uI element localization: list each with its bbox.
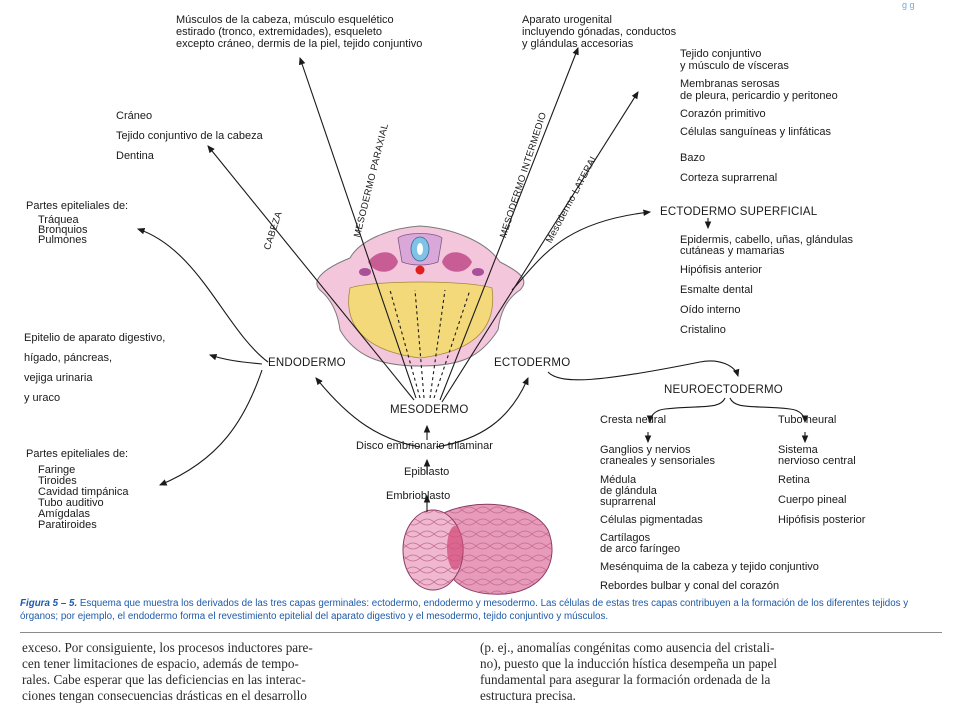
pharyngeal-auditory-tube: Tubo auditivo <box>38 497 104 509</box>
right-intermediate-mesoderm <box>472 268 484 276</box>
left-somite <box>368 252 398 272</box>
superficial-inner-ear: Oído interno <box>680 304 741 316</box>
corner-mark: g g <box>902 0 915 10</box>
cresta-cartilage-2: de arco faríngeo <box>600 543 681 555</box>
respiratory-heading: Partes epiteliales de: <box>26 200 129 212</box>
right-somite <box>442 252 472 272</box>
figure-caption: Figura 5 – 5. Esquema que muestra los de… <box>20 598 940 623</box>
paraxial-derivatives-line-3: excepto cráneo, dermis de la piel, tejid… <box>176 38 423 50</box>
body-text-right-column: (p. ej., anomalías congénitas como ausen… <box>480 640 777 704</box>
derivation-arrows <box>136 46 809 512</box>
intermediate-derivatives-line-3: y glándulas accesorias <box>522 38 634 50</box>
body-text-left-column: exceso. Por consiguiente, los procesos i… <box>22 640 313 704</box>
cresta-pigment-cells: Células pigmentadas <box>600 514 703 526</box>
respiratory-lungs: Pulmones <box>38 234 87 246</box>
lateral-derivative-adrenal-cortex: Corteza suprarrenal <box>680 172 778 184</box>
notochord <box>415 265 425 275</box>
tubo-pineal: Cuerpo pineal <box>778 494 847 506</box>
caption-divider <box>20 632 942 633</box>
label-disco-trilaminar: Disco embrionario trilaminar <box>356 440 493 452</box>
cresta-neural-heading: Cresta neural <box>600 414 667 426</box>
tubo-neural-heading: Tubo neural <box>778 414 837 426</box>
lateral-derivative-spleen: Bazo <box>680 152 706 164</box>
body-left-line: ciones tengan consecuencias drásticas en… <box>22 688 307 703</box>
label-mesodermo: MESODERMO <box>390 404 469 416</box>
label-ectodermo: ECTODERMO <box>494 357 571 369</box>
digestive-urachus: y uraco <box>24 392 61 404</box>
lateral-derivative-1a: Tejido conjuntivo <box>680 48 762 60</box>
body-left-line: cen tener limitaciones de espacio, ademá… <box>22 656 299 671</box>
digestive-epithelium: Epitelio de aparato digestivo, <box>24 332 166 344</box>
body-right-line: estructura precisa. <box>480 688 576 703</box>
cresta-ganglia-2: craneales y sensoriales <box>600 455 715 467</box>
respiratory-bronchi: Bronquios <box>38 224 88 236</box>
cresta-cartilage-1: Cartílagos <box>600 532 651 544</box>
superficial-enamel: Esmalte dental <box>680 284 753 296</box>
body-right-line: (p. ej., anomalías congénitas como ausen… <box>480 640 775 655</box>
lateral-derivative-2a: Membranas serosas <box>680 78 780 90</box>
lateral-derivative-2b: de pleura, pericardio y peritoneo <box>680 90 838 102</box>
superficial-lens: Cristalino <box>680 324 726 336</box>
cresta-bulbar-ridges: Rebordes bulbar y conal del corazón <box>600 580 780 592</box>
tubo-posterior-pituitary: Hipófisis posterior <box>778 514 866 526</box>
head-derivative-connective: Tejido conjuntivo de la cabeza <box>116 130 263 142</box>
superficial-anterior-pituitary: Hipófisis anterior <box>680 264 762 276</box>
pharyngeal-parathyroids: Paratiroides <box>38 519 97 531</box>
blastocyst <box>402 503 553 595</box>
head-derivative-skull: Cráneo <box>116 110 153 122</box>
cresta-medulla-3: suprarrenal <box>600 496 656 508</box>
figure-label: Figura 5 – 5. <box>20 598 78 609</box>
body-left-line: exceso. Por consiguiente, los procesos i… <box>22 640 313 655</box>
body-left-line: rales. Cabe esperar que las deficiencias… <box>22 672 306 687</box>
tubo-cns-2: nervioso central <box>778 455 856 467</box>
cresta-medulla-1: Médula <box>600 474 637 486</box>
cresta-ganglia-1: Ganglios y nervios <box>600 444 691 456</box>
digestive-bladder: vejiga urinaria <box>24 372 93 384</box>
figure-caption-text: Esquema que muestra los derivados de las… <box>20 598 909 622</box>
paraxial-derivatives-line-1: Músculos de la cabeza, músculo esqueléti… <box>176 14 394 26</box>
intermediate-derivatives-line-2: incluyendo gónadas, conductos <box>522 26 677 38</box>
paraxial-derivatives-line-2: estirado (tronco, extremidades), esquele… <box>176 26 383 38</box>
ectodermo-superficial-title: ECTODERMO SUPERFICIAL <box>660 206 818 218</box>
superficial-epidermis-2: cutáneas y mamarias <box>680 245 785 257</box>
respiratory-trachea: Tráquea <box>38 214 79 226</box>
superficial-epidermis-1: Epidermis, cabello, uñas, glándulas <box>680 234 854 246</box>
intermediate-derivatives-line-1: Aparato urogenital <box>522 14 612 26</box>
digestive-liver-pancreas: hígado, páncreas, <box>24 352 113 364</box>
neural-canal <box>417 243 423 255</box>
cresta-head-mesenchyme: Mesénquima de la cabeza y tejido conjunt… <box>600 561 819 573</box>
body-right-line: fundamental para asegurar la formación o… <box>480 672 771 687</box>
pharyngeal-thyroid: Tiroides <box>38 475 77 487</box>
label-embrioblasto: Embrioblasto <box>386 490 451 502</box>
pharyngeal-pharynx: Faringe <box>38 464 76 476</box>
inner-cavity <box>447 526 463 570</box>
left-intermediate-mesoderm <box>359 268 371 276</box>
label-epiblasto: Epiblasto <box>404 466 450 478</box>
pharyngeal-tonsils: Amígdalas <box>38 508 90 520</box>
cresta-medulla-2: de glándula <box>600 485 657 497</box>
label-endodermo: ENDODERMO <box>268 357 346 369</box>
lateral-derivative-1b: y músculo de vísceras <box>680 60 789 72</box>
body-right-line: no), puesto que la inducción hística des… <box>480 656 777 671</box>
pharyngeal-heading: Partes epiteliales de: <box>26 448 129 460</box>
tubo-retina: Retina <box>778 474 810 486</box>
pharyngeal-tympanic-cavity: Cavidad timpánica <box>38 486 129 498</box>
tubo-cns-1: Sistema <box>778 444 818 456</box>
head-derivative-dentin: Dentina <box>116 150 154 162</box>
embryo-cross-section <box>316 225 525 367</box>
lateral-derivative-blood: Células sanguíneas y linfáticas <box>680 126 832 138</box>
neuroectodermo-title: NEUROECTODERMO <box>664 384 783 396</box>
lateral-derivative-heart: Corazón primitivo <box>680 108 766 120</box>
